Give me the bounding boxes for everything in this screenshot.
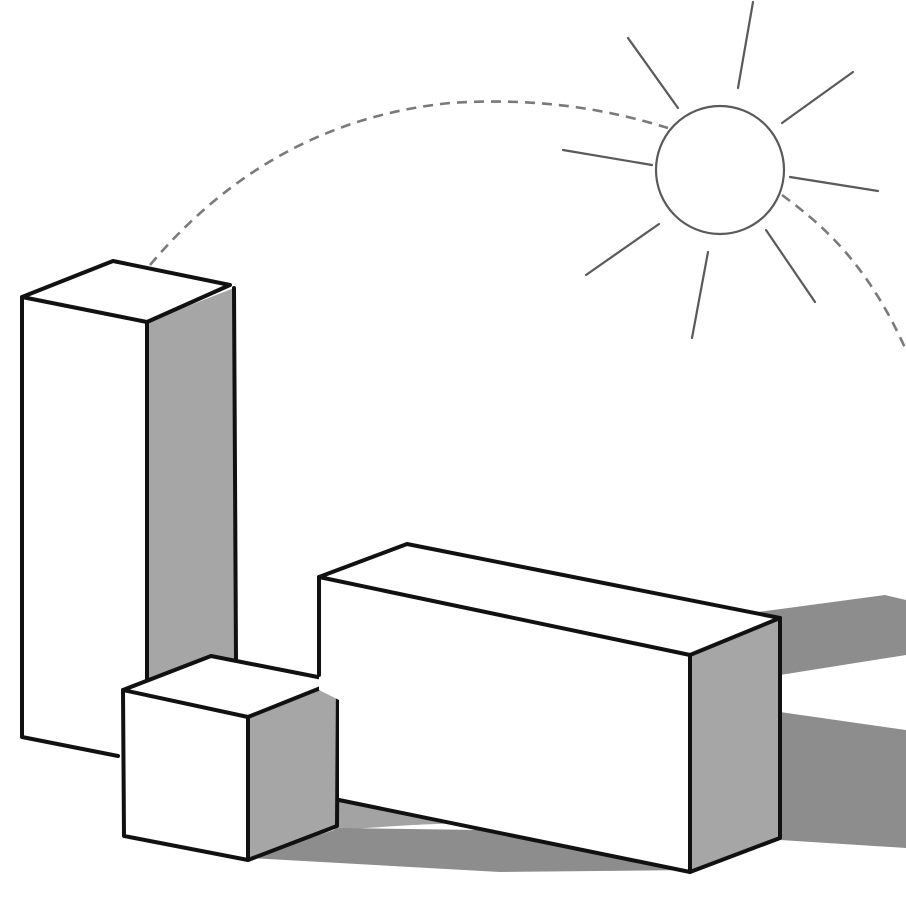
tall-box-side-face (147, 288, 236, 720)
long-box-shadow-upper (758, 595, 906, 675)
small-cube (121, 654, 340, 862)
long-box-top-face (319, 544, 780, 655)
sun-path-arc (149, 100, 906, 351)
small-cube-front-face (123, 690, 248, 860)
ground-shadow-under (250, 828, 690, 872)
tall-box (20, 259, 238, 760)
long-box-side-face (690, 618, 780, 872)
small-cube-side-face (248, 681, 338, 860)
sun-icon (561, 0, 880, 340)
long-box-front-face (319, 577, 690, 872)
long-box (317, 542, 782, 874)
tall-box-front-face (22, 297, 147, 760)
